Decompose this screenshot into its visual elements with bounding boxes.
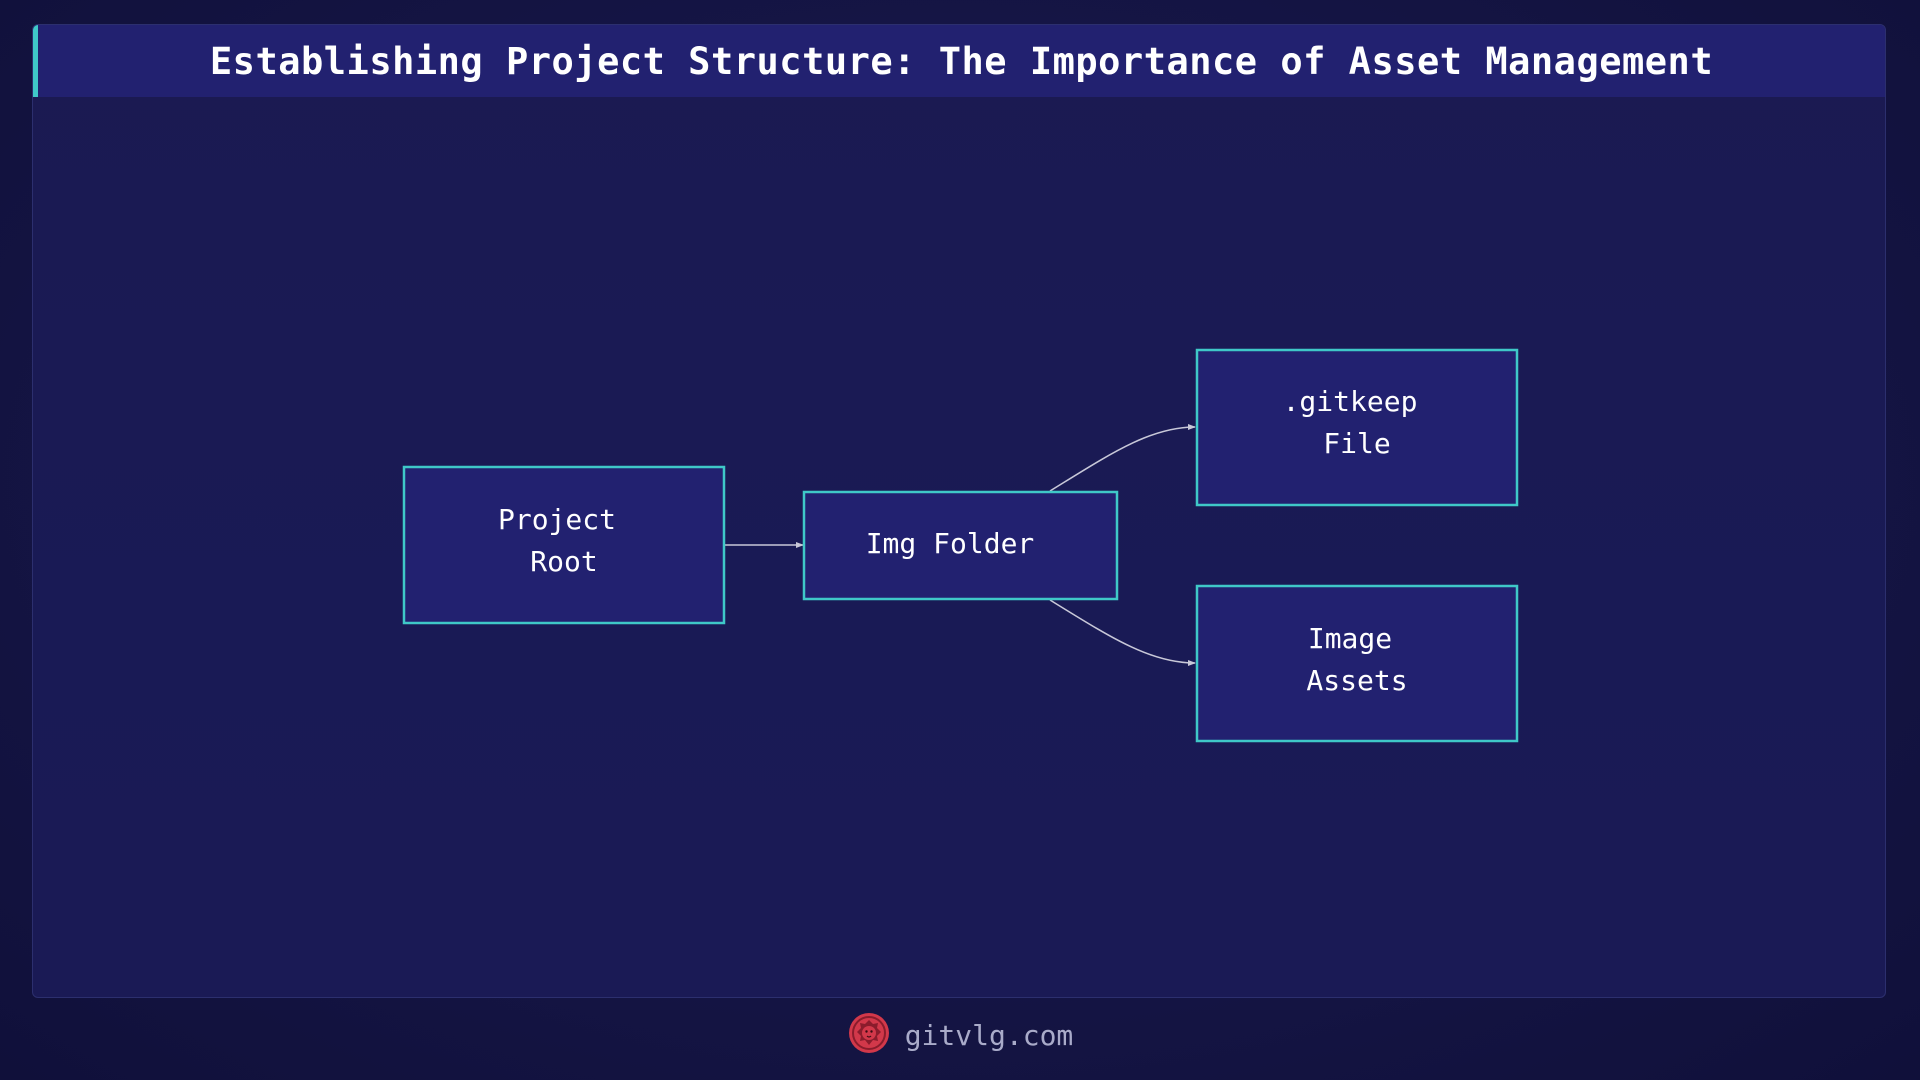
node-label-line: Img Folder [866, 527, 1035, 560]
page-title: Establishing Project Structure: The Impo… [209, 39, 1714, 83]
edge-img-folder-to-gitkeep-file [1049, 424, 1196, 492]
node-label-line: .gitkeep [1283, 385, 1418, 418]
footer: gitvlg.com [0, 1010, 1920, 1060]
node-label-line: File [1323, 427, 1390, 460]
lion-icon [847, 1011, 891, 1059]
node-img-folder: Img Folder [802, 490, 1119, 601]
site-url[interactable]: gitvlg.com [904, 1018, 1074, 1052]
slide-panel: Establishing Project Structure: The Impo… [32, 24, 1886, 998]
node-label-line: Project [498, 503, 616, 536]
node-label-line: Assets [1306, 664, 1407, 697]
title-bar: Establishing Project Structure: The Impo… [33, 25, 1885, 97]
node-project-root: Project Root [402, 465, 726, 625]
node-gitkeep-file: .gitkeep File [1195, 348, 1519, 507]
node-label-line: Root [530, 545, 597, 578]
node-label-line: Image [1308, 622, 1392, 655]
node-image-assets: Image Assets [1195, 584, 1519, 743]
edge-img-folder-to-image-assets [1049, 599, 1196, 666]
